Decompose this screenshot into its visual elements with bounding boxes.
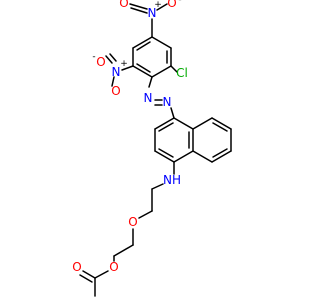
- structure-diagram: N + O O - N + O - O Cl N N: [72, 0, 232, 297]
- bond-c-o-double-2: [79, 274, 93, 283]
- bond-c-c: [113, 244, 134, 257]
- nitro-o-charge: -: [92, 52, 95, 62]
- ester-o-label: O: [109, 260, 118, 274]
- ring-bond: [132, 36, 153, 49]
- azo-n-label: N: [144, 91, 153, 105]
- azo-linkage: N N: [144, 76, 175, 119]
- azo-n-label: N: [163, 95, 172, 109]
- nitro-n-charge: +: [154, 0, 162, 10]
- bond-c-n: [121, 65, 134, 71]
- bond-n-c: [151, 183, 164, 190]
- aminoethoxy-chain: NH O O: [109, 161, 181, 274]
- nitro-o-label: O: [167, 0, 176, 10]
- ring-bond-inner: [212, 122, 228, 132]
- ring-bond-inner: [136, 41, 151, 51]
- ring-bond: [154, 117, 175, 130]
- amine-label: NH: [163, 173, 181, 187]
- ring-bond-inner: [212, 148, 228, 158]
- ring-bond-inner: [158, 122, 174, 132]
- ring-bond-inner: [158, 148, 174, 158]
- ring-bond-inner: [136, 63, 151, 73]
- bond-c-cl: [170, 65, 178, 73]
- naphthalene-ring: [154, 117, 232, 163]
- bond-n-o-double-2: [130, 7, 148, 14]
- ring-bond: [132, 65, 153, 78]
- ring-bond: [192, 117, 213, 130]
- ring-bond: [154, 150, 175, 163]
- bond-o-c: [94, 270, 109, 279]
- bond-n-o-single: [111, 76, 115, 87]
- ring-bond: [151, 36, 172, 49]
- ring-bond: [173, 117, 194, 130]
- ring-bond: [173, 150, 194, 163]
- carbonyl-o-label: O: [72, 260, 81, 274]
- ring-bond: [151, 65, 172, 78]
- nitro-n-charge: +: [120, 59, 128, 69]
- bond-c-n: [148, 76, 153, 88]
- bond-n-c: [170, 107, 175, 119]
- bond-n-o-double: [105, 55, 113, 64]
- nitro-group-left: N + O - O: [92, 52, 134, 98]
- molecule-canvas: N + O O - N + O - O Cl N N: [72, 0, 232, 297]
- nitro-group-top: N + O O -: [119, 0, 182, 38]
- bond-c-o-double: [82, 270, 96, 279]
- ring-bond: [192, 150, 213, 163]
- nitro-n-label: N: [148, 6, 157, 20]
- nitro-n-label: N: [112, 65, 121, 79]
- bond-n-o-double: [129, 3, 148, 10]
- nitro-o-charge: -: [178, 0, 181, 5]
- ring-bond: [211, 117, 232, 130]
- bond-n-o-single: [156, 3, 168, 11]
- nitro-o-label: O: [119, 0, 128, 10]
- ether-o-label: O: [128, 215, 137, 229]
- dinitrochlorophenyl-ring: [132, 36, 172, 78]
- acetyl-group: O: [72, 260, 109, 297]
- nitro-o-label: O: [96, 55, 105, 69]
- nitro-o-label: O: [111, 84, 120, 98]
- ring-bond: [211, 150, 232, 163]
- chloro-substituent: Cl: [170, 65, 188, 80]
- bond-n-o-double-2: [109, 53, 117, 62]
- bond-c-o: [138, 210, 153, 219]
- chlorine-label: Cl: [176, 66, 188, 80]
